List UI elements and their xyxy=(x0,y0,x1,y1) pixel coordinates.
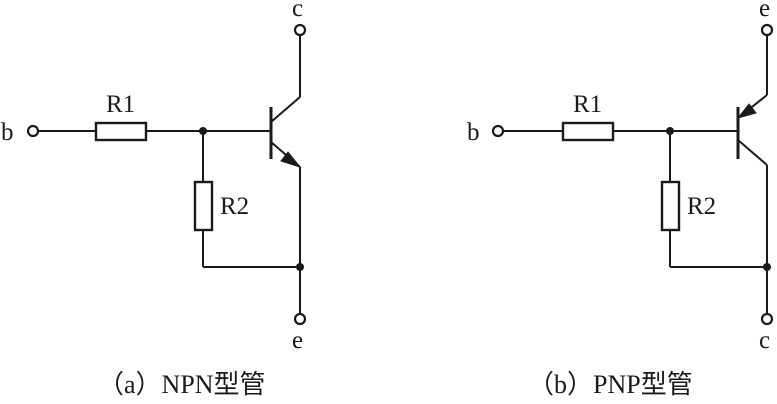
npn-circuit: b R1 R2 c e （a）NPN型管 xyxy=(1,0,307,399)
pnp-r1-label: R1 xyxy=(573,91,602,118)
npn-collector-label: c xyxy=(292,0,303,22)
npn-emitter-arrow xyxy=(280,151,302,168)
pnp-caption: （b）PNP型管 xyxy=(528,370,693,399)
npn-base-label: b xyxy=(1,119,14,146)
pnp-resistor-r1 xyxy=(561,121,615,142)
npn-base-terminal xyxy=(26,124,40,138)
npn-resistor-r1 xyxy=(94,121,148,142)
pnp-emitter-terminal xyxy=(760,23,774,37)
pnp-base-label: b xyxy=(467,119,480,146)
npn-emitter-terminal xyxy=(293,312,307,326)
npn-collector-terminal xyxy=(293,23,307,37)
npn-emitter-node xyxy=(296,263,304,271)
npn-caption: （a）NPN型管 xyxy=(98,370,266,399)
pnp-collector-node xyxy=(763,263,771,271)
pnp-resistor-r2 xyxy=(660,180,681,232)
npn-r2-label: R2 xyxy=(220,193,249,220)
pnp-top-label: e xyxy=(759,0,770,22)
npn-resistor-r2 xyxy=(193,180,214,232)
pnp-circuit: b R1 R2 e c （b）PNP型管 xyxy=(467,0,774,399)
pnp-r2-label: R2 xyxy=(687,193,716,220)
pnp-emitter-arrow xyxy=(736,103,757,119)
npn-r1-label: R1 xyxy=(106,91,135,118)
npn-emitter-label: e xyxy=(292,327,303,354)
pnp-bottom-label: c xyxy=(759,327,770,354)
pnp-collector-lead xyxy=(737,139,768,166)
pnp-base-terminal xyxy=(491,124,505,138)
npn-collector-lead xyxy=(270,96,301,123)
pnp-collector-terminal xyxy=(760,312,774,326)
